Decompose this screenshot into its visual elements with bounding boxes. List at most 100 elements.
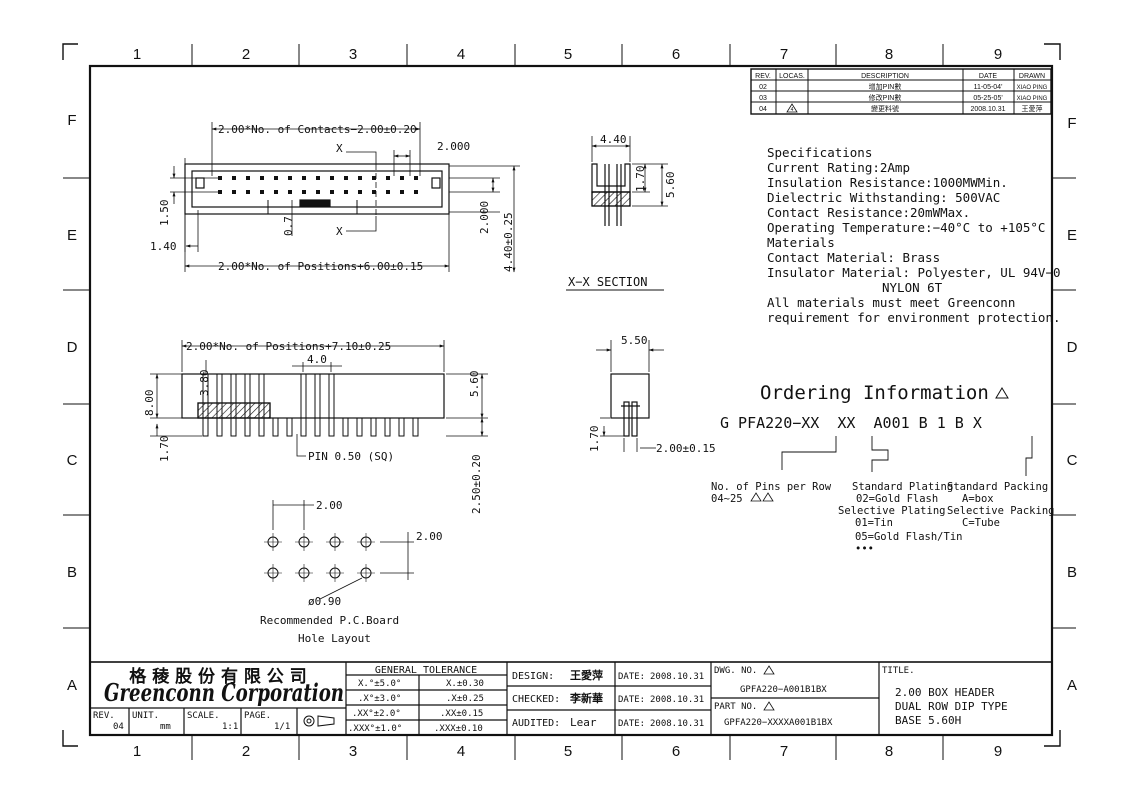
rev-cell: 修改PIN數 — [869, 93, 902, 102]
company-name-en: Greenconn Corporation — [104, 678, 344, 707]
col-label: 1 — [133, 743, 141, 760]
pcb-pitch-h: 2.00 — [316, 499, 343, 512]
rev-cell: XIAO PING — [1017, 85, 1048, 91]
dim-positions: 2.00*No. of Positions+7.10±0.25 — [186, 340, 391, 353]
audited-name: Lear — [570, 716, 597, 729]
side-view: 5.50 1.70 2.00±0.15 — [588, 334, 716, 455]
date-label: DATE: — [618, 719, 645, 729]
zone-labels: 1 2 3 4 5 6 7 8 9 1 2 3 4 5 6 7 8 9 F E … — [67, 46, 1078, 760]
revision-triangle-icon — [750, 492, 774, 502]
dwg-value: GPFA220−A001B1BX — [740, 685, 827, 695]
rev-cell: 增加PIN數 — [869, 82, 902, 91]
ordering-packing-label: Standard Packing — [947, 481, 1048, 493]
title-label: TITLE. — [882, 666, 915, 676]
polarization-key — [267, 200, 358, 215]
tolerance-value: X.±0.30 — [446, 679, 484, 689]
dim-positions: 2.00*No. of Positions+6.00±0.15 — [218, 260, 423, 273]
tolerance-value: .X±0.25 — [446, 694, 484, 704]
title-line: BASE 5.60H — [895, 714, 961, 727]
unit-value: mm — [160, 722, 171, 732]
ordering-title: Ordering Information — [760, 382, 989, 404]
spec-line: All materials must meet Greenconn — [767, 295, 1015, 310]
dim-170: 1.70 — [588, 426, 601, 453]
revision-triangle-icon — [763, 701, 775, 711]
ordering-packing-tube: C=Tube — [962, 517, 1000, 529]
ordering-code: G PFA220−XX XX A001 B 1 B X — [720, 414, 982, 432]
row-label: A — [67, 677, 77, 694]
dim-440: 4.40±0.25 — [502, 212, 515, 272]
tolerance-key: .X°±3.0° — [358, 694, 401, 704]
title-block: 格 稜 股 份 有 限 公 司 Greenconn Corporation RE… — [89, 661, 1053, 736]
checked-name: 李新華 — [569, 691, 603, 705]
tolerance-key: .XX°±2.0° — [352, 709, 401, 719]
tolerance-value: .XXX±0.10 — [434, 724, 483, 734]
revision-triangle-icon — [995, 387, 1009, 399]
row-label: C — [1067, 452, 1078, 469]
ordering-plating-gold: 02=Gold Flash — [856, 493, 938, 505]
dim-150: 1.50 — [158, 200, 171, 227]
section-mark-x: X — [336, 225, 343, 238]
col-label: 7 — [780, 46, 788, 63]
dwg-label: DWG. NO. — [714, 666, 757, 676]
rev-cell: 2008.10.31 — [970, 106, 1005, 113]
specifications: Specifications Current Rating:2Amp Insul… — [767, 145, 1061, 325]
date-value: 2008.10.31 — [650, 719, 704, 729]
dim-440: 4.40 — [600, 133, 627, 146]
rev-cell: 03 — [759, 95, 767, 102]
col-label: 8 — [885, 46, 893, 63]
section-title: X−X SECTION — [568, 275, 647, 289]
page-value: 1/1 — [274, 722, 290, 732]
front-view-pins — [202, 373, 419, 437]
dim-2000: 2.000 — [437, 140, 470, 153]
rev-cell: XIAO PING — [1017, 96, 1048, 102]
projection-icon — [303, 715, 335, 727]
ordering-sel-gold-tin: 05=Gold Flash/Tin — [855, 531, 962, 543]
row-label: E — [67, 227, 77, 244]
top-view-dims — [170, 122, 520, 273]
ordering-sel-tin: 01=Tin — [855, 517, 893, 529]
dim-550: 5.50 — [621, 334, 648, 347]
ordering-sel-more: ••• — [855, 543, 874, 555]
row-label: D — [67, 339, 78, 356]
zone-ticks — [63, 44, 1076, 760]
spec-line: Insulation Resistance:1000MWMin. — [767, 175, 1008, 190]
tolerance-key: X.°±5.0° — [358, 679, 401, 689]
unit-label: UNIT. — [132, 711, 159, 721]
rev-cell: 04 — [759, 106, 767, 113]
part-label: PART NO. — [714, 702, 757, 712]
revision-triangle-icon — [786, 103, 798, 113]
rev-cell: 05-25-05' — [973, 95, 1002, 102]
spec-line: Dielectric Withstanding: 500VAC — [767, 190, 1000, 205]
key-mark — [299, 199, 331, 207]
top-view-inner — [191, 170, 443, 208]
pcb-caption: Hole Layout — [298, 632, 371, 645]
date-label: DATE: — [618, 695, 645, 705]
dim-07: 0.7 — [282, 216, 295, 236]
dim-560: 5.60 — [664, 172, 677, 199]
row-label: B — [67, 564, 77, 581]
design-name: 王愛萍 — [570, 668, 603, 682]
dim-560: 5.60 — [468, 371, 481, 398]
dim-140: 1.40 — [150, 240, 177, 253]
dim-800: 8.00 — [143, 390, 156, 417]
pcb-layout: 2.00 2.00 ø0.90 Recommended P.C.Board Ho… — [260, 499, 443, 645]
dim-2000-side: 2.000 — [478, 201, 491, 234]
design-label: DESIGN: — [512, 671, 554, 682]
tolerance-value: .XX±0.15 — [440, 709, 483, 719]
col-label: 9 — [994, 743, 1002, 760]
row-label: B — [1067, 564, 1077, 581]
ordering-sel-plating-label: Selective Plating — [838, 505, 945, 517]
top-view: 2.00*No. of Contacts−2.00±0.20 2.000 X X… — [150, 122, 520, 273]
ordering-pins-range: 04~25 — [711, 493, 743, 505]
date-value: 2008.10.31 — [650, 672, 704, 682]
checked-label: CHECKED: — [512, 694, 560, 705]
col-label: 9 — [994, 46, 1002, 63]
spec-line: NYLON 6T — [882, 280, 943, 295]
col-label: 5 — [564, 46, 572, 63]
col-label: 6 — [672, 743, 680, 760]
pin-note: PIN 0.50 (SQ) — [308, 450, 394, 463]
dim-170: 1.70 — [634, 166, 647, 193]
dim-40: 4.0 — [307, 353, 327, 366]
rev-header: DESCRIPTION — [861, 73, 909, 80]
